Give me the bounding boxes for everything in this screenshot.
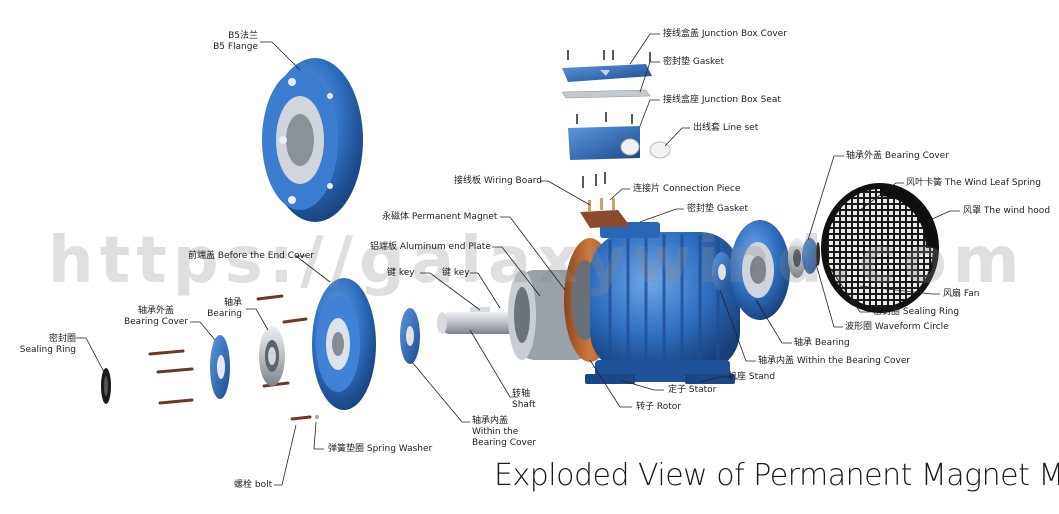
sealing-ring-left-part: [101, 368, 111, 404]
label-shaft: 转轴 Shaft: [512, 389, 536, 410]
label-junction-box-cover: 接线盒盖 Junction Box Cover: [663, 29, 787, 39]
label-rotor: 转子 Rotor: [636, 402, 681, 412]
label-sealing-ring-right: 密封圈 Sealing Ring: [873, 307, 960, 317]
label-within-bearing-cover-right: 轴承内盖 Within the Bearing Cover: [758, 356, 911, 366]
label-bolt: 螺栓 bolt: [234, 480, 273, 490]
spring-washer-part: [315, 415, 319, 419]
label-b5-flange: B5法兰 B5 Flange: [213, 31, 258, 52]
label-bearing-left: 轴承 Bearing: [207, 298, 242, 319]
within-bearing-cover-right-part: [712, 252, 732, 292]
label-front-end-cover: 前端盖 Before the End Cover: [188, 251, 315, 261]
label-line-set: 出线套 Line set: [693, 123, 759, 133]
gasket-top-part: [561, 89, 651, 99]
label-spring-washer: 弹簧垫圈 Spring Washer: [328, 444, 433, 454]
label-bearing-cover-right: 轴承外盖 Bearing Cover: [846, 151, 949, 161]
label-wind-leaf-spring: 风叶卡簧 The Wind Leaf Spring: [906, 178, 1041, 188]
label-gasket-top: 密封垫 Gasket: [663, 57, 724, 67]
label-gasket-mid: 密封垫 Gasket: [687, 204, 748, 214]
bearing-cover-right-part: [802, 238, 818, 274]
waveform-circle-part: [816, 242, 820, 266]
wiring-board-part: [580, 172, 630, 228]
bearing-left-part: [259, 326, 285, 386]
label-stand: 机座 Stand: [728, 372, 776, 382]
label-junction-box-seat: 接线盒座 Junction Box Seat: [663, 95, 781, 105]
label-bearing-cover-left: 轴承外盖 Bearing Cover: [123, 306, 189, 327]
label-sealing-ring-left: 密封圈 Sealing Ring: [19, 334, 76, 355]
label-key-2: 键 key: [442, 268, 470, 278]
label-stator: 定子 Stator: [668, 385, 717, 395]
bearing-cover-left-part: [210, 335, 230, 399]
within-bearing-cover-left-part: [400, 308, 420, 364]
label-aluminum-end-plate: 铝端板 Aluminum end Plate: [370, 242, 491, 252]
wind-hood-part: [821, 183, 939, 313]
bearing-right-part: [788, 238, 806, 278]
b5-flange-part: [262, 58, 363, 222]
watermark: https://galaxywind.com: [48, 224, 1026, 298]
label-permanent-magnet: 永磁体 Permanent Magnet: [382, 212, 498, 222]
front-end-cover-part: [312, 278, 376, 410]
label-wind-hood: 风罩 The wind hood: [963, 206, 1051, 216]
diagram-title: Exploded View of Permanent Magnet Motor: [494, 458, 1059, 493]
label-connection-piece: 连接片 Connection Piece: [633, 184, 741, 194]
junction-box-cover-part: [562, 50, 652, 82]
end-cover-right-part: [730, 220, 790, 320]
label-within-bearing-cover-left: 轴承内盖 Within the Bearing Cover: [472, 416, 537, 448]
label-fan: 风扇 Fan: [943, 289, 980, 299]
label-key-1: 键 key: [387, 268, 415, 278]
label-wiring-board: 接线板 Wiring Board: [454, 176, 542, 186]
label-bearing-right: 轴承 Bearing: [794, 338, 850, 348]
label-waveform-circle: 波形圈 Waveform Circle: [845, 322, 949, 332]
motor-housing-part: [585, 222, 740, 384]
